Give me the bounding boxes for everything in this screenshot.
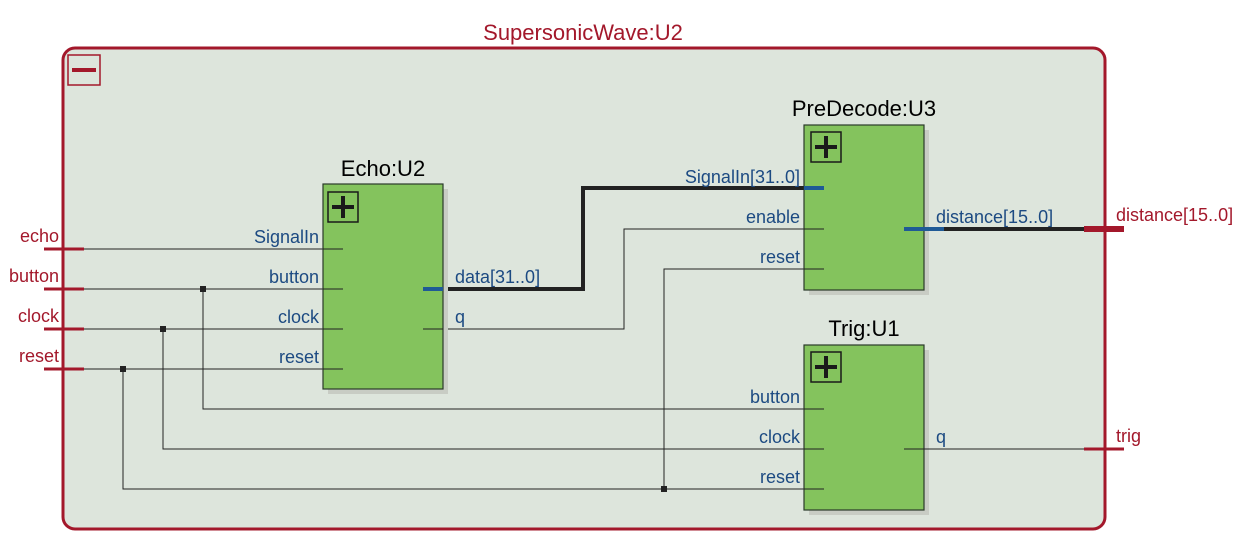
- block-trig[interactable]: Trig:U1 button clock reset q: [750, 316, 946, 515]
- port-clock[interactable]: clock: [18, 306, 84, 331]
- pin-echo-button: button: [269, 267, 319, 287]
- wire-q-enable: [424, 228, 824, 330]
- pin-trig-reset: reset: [760, 467, 800, 487]
- port-button-label: button: [9, 266, 59, 286]
- plus-icon: [332, 196, 354, 218]
- port-reset-label: reset: [19, 346, 59, 366]
- wire-reset-trig: [122, 369, 824, 490]
- pin-echo-q: q: [455, 307, 465, 327]
- port-echo[interactable]: echo: [20, 226, 84, 251]
- expand-button-echo[interactable]: [327, 191, 359, 223]
- pin-echo-clock: clock: [278, 307, 320, 327]
- block-echo-title: Echo:U2: [341, 156, 425, 181]
- pin-trig-clock: clock: [759, 427, 801, 447]
- block-trig-title: Trig:U1: [828, 316, 899, 341]
- port-trig-label: trig: [1116, 426, 1141, 446]
- collapse-button[interactable]: [67, 54, 101, 86]
- port-distance[interactable]: distance[15..0]: [1084, 205, 1233, 232]
- bus-data: [424, 186, 824, 291]
- junction-button: [200, 286, 206, 292]
- pin-predecode-enable: enable: [746, 207, 800, 227]
- port-echo-label: echo: [20, 226, 59, 246]
- pin-trig-button: button: [750, 387, 800, 407]
- pin-echo-signalin: SignalIn: [254, 227, 319, 247]
- junction-clock: [160, 326, 166, 332]
- plus-icon: [815, 136, 837, 158]
- pin-predecode-distance: distance[15..0]: [936, 207, 1053, 227]
- block-echo[interactable]: Echo:U2 SignalIn button clock reset data…: [254, 156, 540, 394]
- port-button[interactable]: button: [9, 266, 84, 291]
- block-predecode[interactable]: PreDecode:U3 SignalIn[31..0] enable rese…: [685, 96, 1053, 295]
- junction-reset: [120, 366, 126, 372]
- plus-icon: [815, 356, 837, 378]
- module-title: SupersonicWave:U2: [483, 20, 683, 45]
- pin-trig-q: q: [936, 427, 946, 447]
- pin-echo-reset: reset: [279, 347, 319, 367]
- expand-button-predecode[interactable]: [810, 131, 842, 163]
- port-clock-label: clock: [18, 306, 60, 326]
- pin-predecode-signalin: SignalIn[31..0]: [685, 167, 800, 187]
- wire-reset-predecode: [663, 268, 824, 489]
- block-predecode-title: PreDecode:U3: [792, 96, 936, 121]
- port-reset[interactable]: reset: [19, 346, 84, 371]
- pin-echo-data: data[31..0]: [455, 267, 540, 287]
- pin-predecode-reset: reset: [760, 247, 800, 267]
- port-distance-label: distance[15..0]: [1116, 205, 1233, 225]
- junction-reset-predecode: [661, 486, 667, 492]
- expand-button-trig[interactable]: [810, 351, 842, 383]
- port-trig[interactable]: trig: [1084, 426, 1141, 451]
